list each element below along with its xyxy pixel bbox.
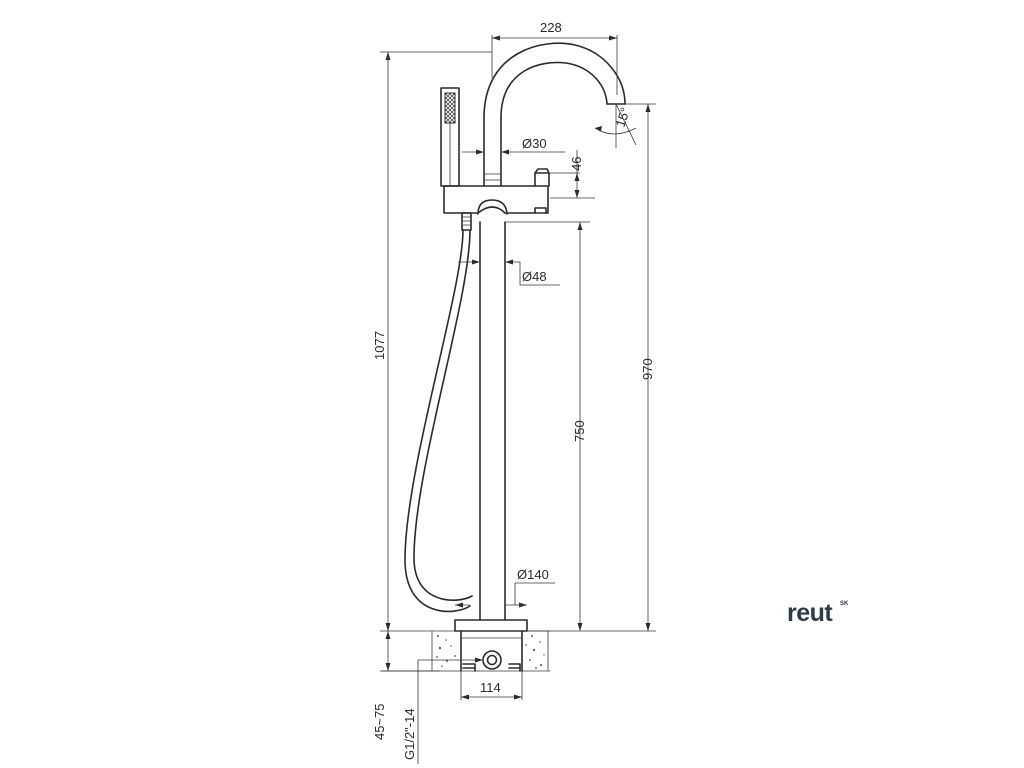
dim-label-spout-reach: 228 [540, 20, 562, 35]
dim-label-base-width: 114 [480, 680, 501, 695]
dim-label-total-height: 1077 [372, 331, 387, 360]
dim-label-install-depth: 45~75 [372, 703, 387, 740]
inlet-connection-outer [482, 650, 502, 670]
dim-label-spout-diameter: Ø30 [522, 136, 547, 151]
main-column [479, 221, 506, 621]
spout-joint [484, 173, 501, 181]
base-ring [454, 619, 528, 632]
faucet-outline [443, 42, 626, 632]
column-top [477, 199, 508, 215]
dimension-outlet-height [527, 103, 656, 632]
diverter-button [534, 207, 547, 214]
spout-riser [483, 117, 502, 187]
dimension-install-depth [382, 631, 440, 672]
hose-connector [461, 212, 472, 231]
brand-logo: reut SK [787, 598, 857, 630]
concrete-texture [436, 635, 545, 669]
dim-label-base-diameter: Ø140 [517, 567, 549, 582]
dim-label-outlet-height: 970 [640, 358, 655, 380]
dimension-handshower-height [505, 221, 590, 631]
hose-connector-rings [462, 216, 471, 226]
dimension-spout-diameter [462, 149, 565, 155]
lever-knob [534, 168, 550, 174]
dim-label-column-diameter: Ø48 [522, 269, 547, 284]
dimension-base-width [460, 671, 523, 700]
dimension-spout-angle [594, 103, 637, 148]
dim-label-spout-angle: 15° [613, 106, 633, 129]
dimension-lever-height [550, 150, 595, 199]
dim-label-lever-height: 46 [569, 157, 584, 171]
dim-label-thread: G1/2"-14 [402, 708, 417, 760]
dimension-thread [417, 657, 483, 764]
dimension-base-diameter [455, 582, 555, 608]
hand-shower [404, 87, 473, 613]
shower-hose-outer [404, 229, 471, 613]
hand-shower-spray-face [444, 92, 456, 124]
floor-installation [380, 630, 550, 672]
dimension-column-diameter [458, 259, 560, 286]
lever-handle [534, 172, 550, 187]
body-bar [443, 185, 549, 214]
dimension-spout-reach [491, 35, 618, 95]
dim-label-handshower-height: 750 [572, 420, 587, 442]
brand-suffix: SK [840, 601, 849, 607]
spout-arc-inner [500, 61, 608, 119]
inlet-connection-inner [486, 654, 498, 666]
shower-hose-inner [413, 229, 473, 601]
brand-name: reut [787, 599, 833, 627]
inlet-pipe-right [508, 663, 521, 672]
inlet-pipe-left [462, 663, 476, 672]
dimension-total-height [380, 51, 492, 631]
hand-shower-head [440, 87, 460, 187]
spout-arc-outer [483, 42, 626, 119]
